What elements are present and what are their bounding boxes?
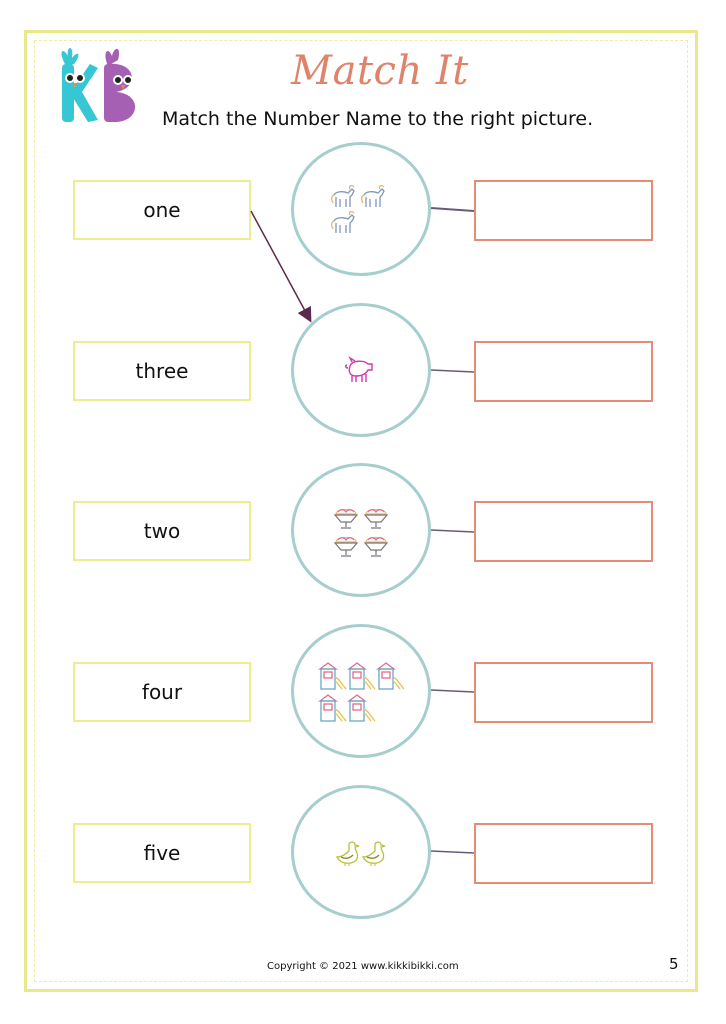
picture-circle-5[interactable] [291, 785, 431, 919]
copyright-text: Copyright © 2021 www.kikkibikki.com [267, 961, 459, 972]
page-dashed-border [34, 40, 688, 982]
playground-slide-icon [318, 662, 405, 722]
picture-circle-3[interactable] [291, 463, 431, 597]
answer-box-1[interactable] [474, 180, 653, 241]
page-border [24, 30, 698, 992]
instruction-text: Match the Number Name to the right pictu… [162, 108, 594, 130]
picture-circle-1[interactable] [291, 142, 431, 276]
page-number: 5 [669, 955, 679, 973]
page-title: Match It [291, 48, 469, 94]
word-box-1[interactable]: one [73, 180, 251, 240]
word-box-2[interactable]: three [73, 341, 251, 401]
duck-icon [335, 841, 386, 866]
kikkibikki-logo [61, 48, 136, 123]
answer-box-2[interactable] [474, 341, 653, 402]
picture-circle-2[interactable] [291, 303, 431, 437]
word-box-3[interactable]: two [73, 501, 251, 561]
word-box-5[interactable]: five [73, 823, 251, 883]
picture-circle-4[interactable] [291, 624, 431, 758]
answer-box-5[interactable] [474, 823, 653, 884]
ice-cream-icon [333, 508, 389, 557]
horse-icon [330, 185, 385, 233]
answer-box-3[interactable] [474, 501, 653, 562]
word-box-4[interactable]: four [73, 662, 251, 722]
pig-icon [344, 356, 373, 382]
answer-box-4[interactable] [474, 662, 653, 723]
